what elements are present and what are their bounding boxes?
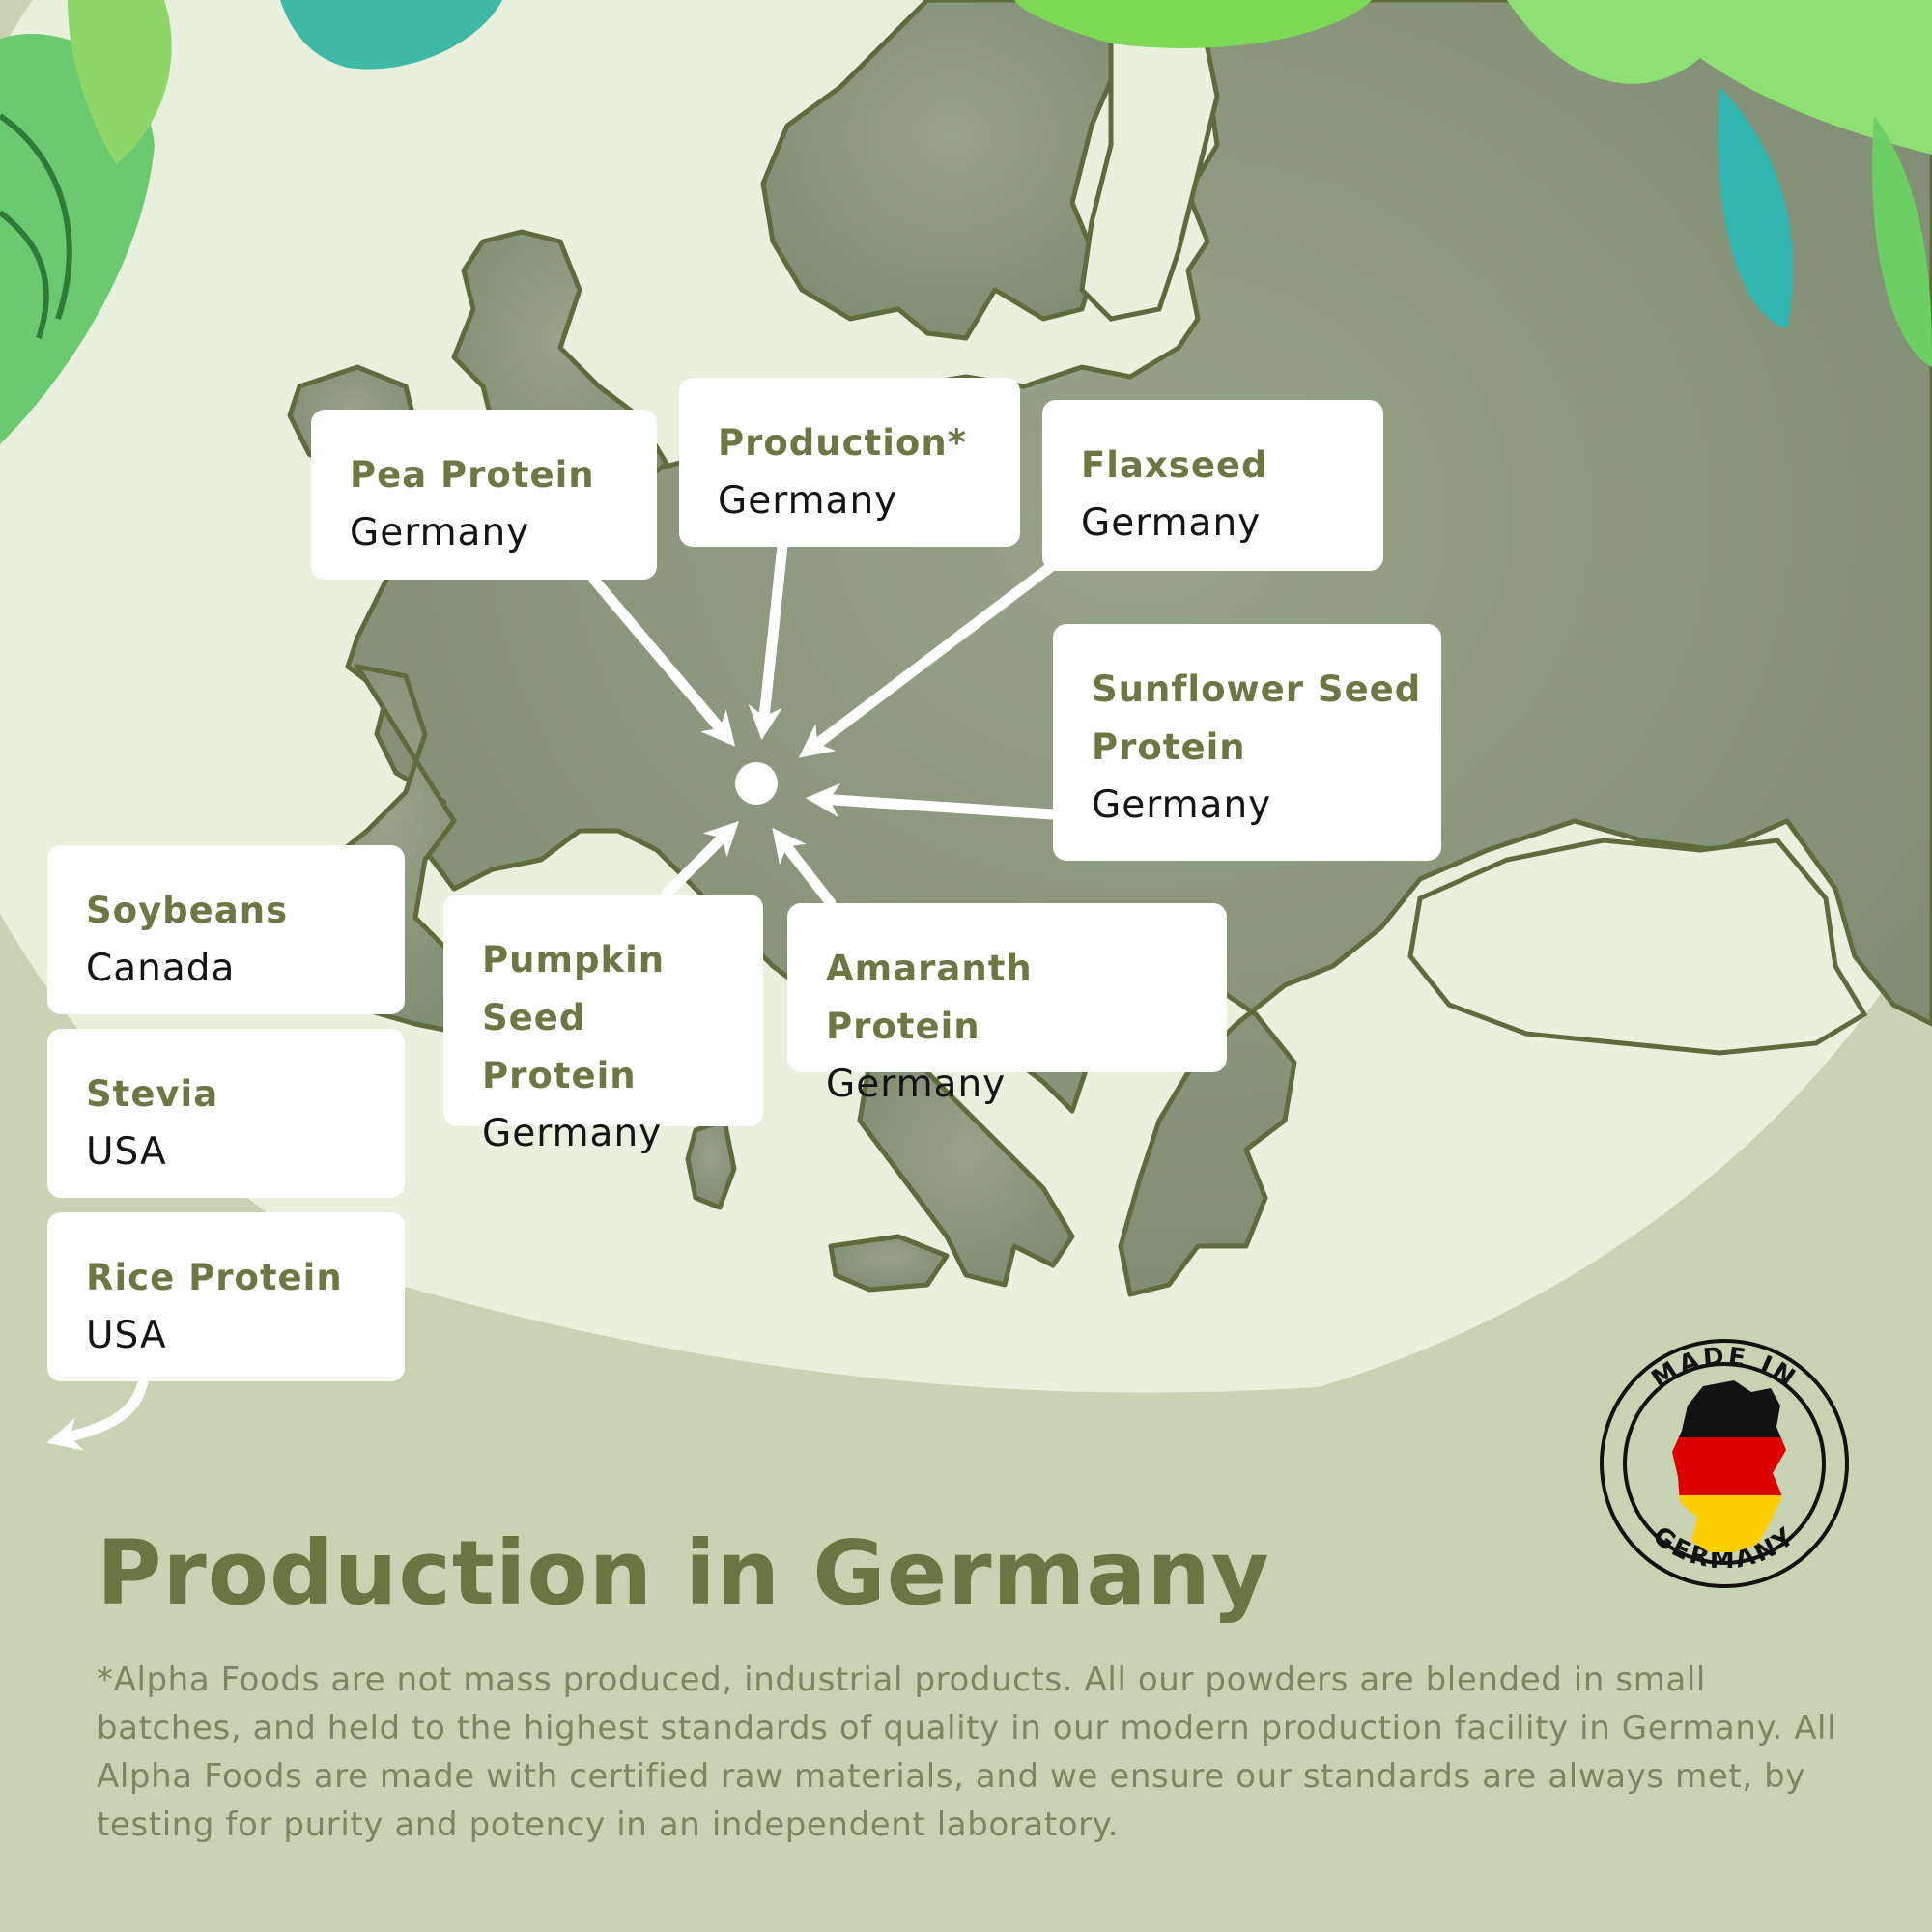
arrow-icon (748, 540, 788, 741)
card-stevia: Stevia USA (47, 1029, 405, 1198)
card-soybeans: Soybeans Canada (47, 845, 405, 1014)
origin-country: Germany (350, 511, 530, 554)
page-title: Production in Germany (97, 1521, 1270, 1625)
card-production: Production* Germany (679, 378, 1020, 547)
arrow-icon (772, 827, 837, 909)
arrow-icon (798, 559, 1059, 758)
made-in-germany-badge: MADE IN GERMANY (1600, 1339, 1849, 1588)
black-sea (1407, 838, 1868, 1056)
card-sunflower-seed-protein: Sunflower Seed Protein Germany (1053, 624, 1441, 861)
card-pea-protein: Pea Protein Germany (311, 410, 657, 580)
origin-country: Germany (482, 1112, 663, 1155)
sicily-land (828, 1234, 950, 1293)
monstera-leaf-icon (0, 0, 172, 445)
card-pumpkin-seed-protein: Pumpkin Seed Protein Germany (443, 895, 763, 1155)
ingredient-name: Sunflower Seed Protein (1092, 668, 1422, 768)
card-flaxseed: Flaxseed Germany (1042, 400, 1383, 571)
arrow-icon (588, 574, 736, 747)
card-rice-protein: Rice Protein USA (47, 1212, 405, 1381)
arrow-icon (46, 1376, 149, 1451)
ingredient-name: Stevia (86, 1073, 219, 1115)
arrow-icon (805, 782, 1059, 820)
origin-country: Germany (718, 479, 898, 523)
production-hub-dot (735, 762, 778, 805)
scandinavia-land (760, 0, 1143, 341)
origin-country: Canada (86, 947, 236, 990)
card-amaranth-protein: Amaranth Protein Germany (787, 903, 1227, 1106)
ingredient-name: Pumpkin Seed Protein (482, 939, 666, 1096)
italy-land (857, 1060, 1075, 1288)
baltic-sea (1079, 0, 1220, 322)
origin-country: Germany (1081, 501, 1262, 545)
ingredient-name: Rice Protein (86, 1257, 343, 1298)
origin-country: Germany (826, 1063, 1007, 1106)
ingredient-name: Soybeans (86, 890, 289, 931)
footnote-text: *Alpha Foods are not mass produced, indu… (97, 1661, 1837, 1844)
origin-country: Germany (1092, 783, 1272, 827)
ingredient-name: Production* (718, 422, 968, 464)
palm-leaf-icon (280, 0, 1932, 367)
origin-country: USA (86, 1314, 167, 1357)
lower-band (0, 1140, 1932, 1932)
ingredient-name: Amaranth Protein (826, 948, 1033, 1047)
ingredient-name: Flaxseed (1081, 444, 1268, 486)
arrow-icon (661, 821, 739, 899)
ingredient-name: Pea Protein (350, 454, 595, 496)
origin-country: USA (86, 1130, 167, 1174)
